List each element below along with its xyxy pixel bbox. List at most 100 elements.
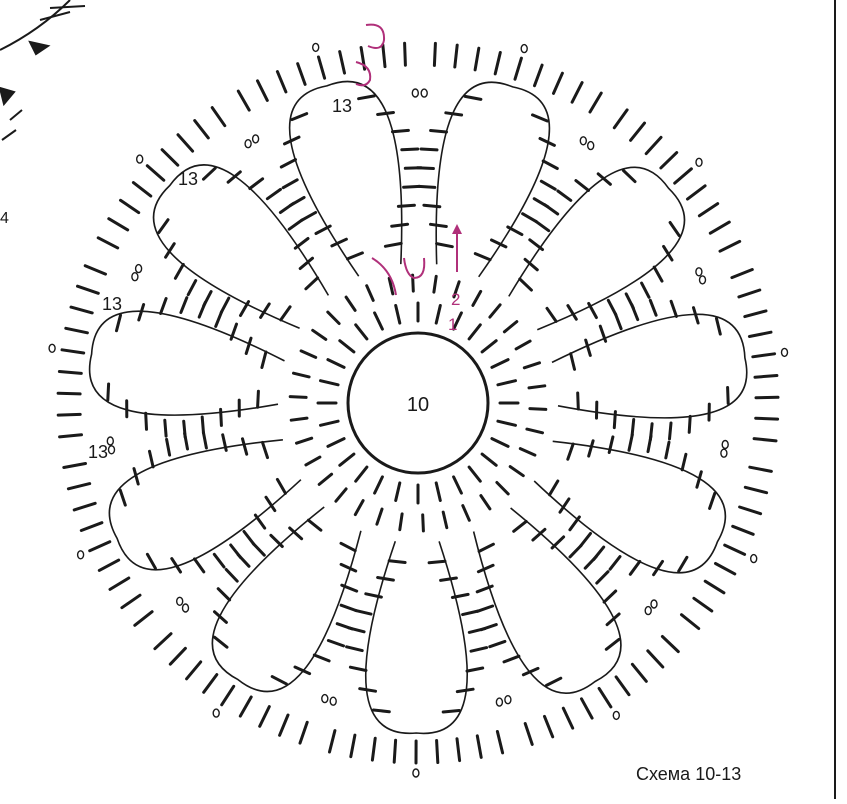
tip-stitch (135, 612, 152, 626)
petal-stitch (281, 307, 290, 320)
petal-stitch (479, 544, 493, 551)
tip-stitch (733, 526, 754, 534)
tip-stitch (662, 637, 678, 652)
tip-stitch (554, 73, 563, 93)
petal-stitch (226, 570, 237, 582)
petal-stitch (263, 442, 268, 457)
petal-stitch (253, 544, 264, 556)
petal-stitch (350, 667, 366, 670)
petal-stitch (581, 533, 591, 546)
side-label: 4 (0, 210, 9, 228)
tip-stitch (599, 688, 611, 707)
tip-stitch (631, 123, 645, 140)
picot (412, 89, 418, 97)
picot (496, 698, 502, 706)
inner-stitch (400, 514, 402, 530)
tip-stitch (62, 350, 84, 353)
inner-stitch (306, 457, 320, 465)
petal-outline (109, 440, 301, 570)
petal-stitch (504, 656, 519, 662)
tip-stitch (616, 677, 629, 695)
petal-stitch (648, 436, 651, 452)
petal-stitch (159, 220, 168, 233)
picot (313, 43, 319, 51)
tip-stitch (646, 137, 661, 153)
tip-stitch (661, 153, 677, 168)
tip-stitch (58, 414, 80, 415)
tip-stitch (85, 266, 105, 274)
inner-stitch (490, 305, 500, 317)
petal-stitch (541, 181, 555, 189)
tip-stitch (383, 45, 385, 67)
inner-stitch (340, 341, 354, 352)
petal-stitch (188, 281, 196, 295)
tip-stitch (162, 150, 178, 166)
petal-stitch (306, 278, 318, 289)
inner-stitch (463, 506, 470, 521)
petal-stitch (262, 352, 266, 368)
inner-stitch (529, 386, 545, 388)
tip-stitch (434, 43, 435, 65)
tip-stitch (745, 311, 766, 317)
petal-outline (552, 314, 747, 418)
inner-stitch (294, 373, 310, 377)
tip-stitch (750, 467, 772, 471)
tip-stitch (258, 81, 268, 101)
inner-stitch (328, 312, 339, 323)
tip-stitch (71, 307, 92, 313)
petal-stitch (181, 298, 187, 313)
petal-stitch (147, 554, 155, 568)
picot (521, 45, 527, 53)
petal-stitch (281, 160, 295, 167)
inner-stitch (367, 286, 374, 301)
petal-stitch (348, 253, 363, 259)
tip-stitch (756, 418, 778, 419)
inner-stitch (492, 439, 508, 447)
frame-border (834, 0, 836, 799)
tip-stitch (155, 634, 171, 649)
tip-stitch (187, 662, 201, 679)
petal-stitch (202, 417, 203, 433)
petal-stitch (570, 546, 581, 557)
tip-stitch (277, 72, 286, 92)
tip-stitch (497, 732, 502, 753)
petal-stitch (216, 312, 222, 327)
inner-stitch (498, 421, 516, 425)
picot (132, 273, 138, 281)
petal-stitch (545, 205, 558, 214)
petal-stitch (478, 606, 493, 611)
picot (330, 697, 336, 705)
petal-stitch (689, 416, 690, 432)
tip-stitch (81, 523, 102, 531)
petal-stitch (167, 439, 170, 455)
tip-stitch (572, 83, 582, 103)
tip-stitch (90, 542, 110, 551)
petal-stitch (604, 591, 616, 602)
petal-stitch (441, 578, 457, 580)
picot (696, 158, 702, 166)
tip-stitch (716, 564, 735, 574)
picot (137, 155, 143, 163)
tip-stitch (688, 186, 706, 199)
tip-stitch (60, 435, 82, 437)
petal-stitch (195, 559, 204, 572)
petal-stitch (558, 191, 571, 200)
petal-stitch (550, 481, 558, 495)
tip-stitch (238, 91, 249, 110)
petal-stitch (679, 557, 687, 571)
tip-stitch (204, 675, 217, 693)
tip-stitch (632, 664, 646, 681)
petal-stitch (204, 292, 211, 306)
inner-stitch (319, 474, 331, 484)
row-marker-2: 2 (451, 290, 460, 309)
picot (322, 695, 328, 703)
tip-stitch (699, 204, 717, 216)
tip-stitch (455, 45, 457, 67)
picot (700, 276, 706, 284)
petal-stitch (373, 710, 389, 712)
petal-stitch (341, 564, 356, 571)
petal-stitch (475, 254, 490, 260)
picot (177, 597, 183, 605)
petal-stitch (341, 543, 355, 550)
petal-stitch (218, 589, 229, 600)
